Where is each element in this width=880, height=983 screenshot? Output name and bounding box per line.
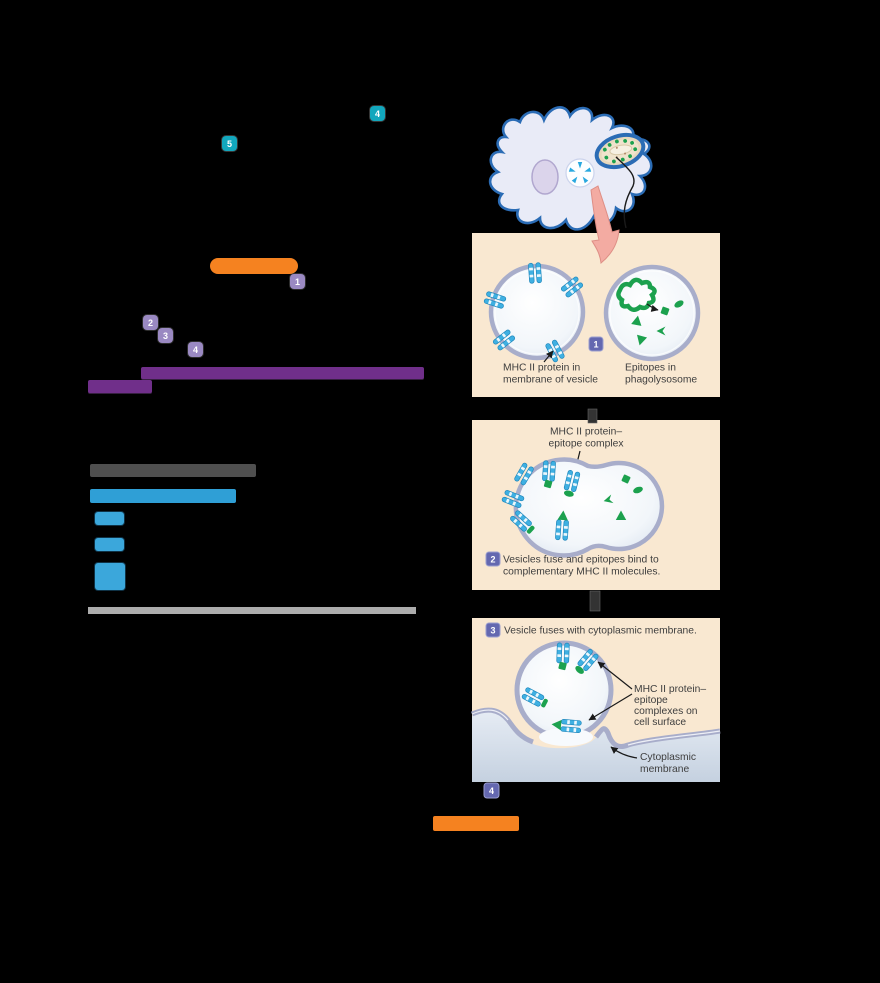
resource-link-chip-2[interactable]	[95, 538, 124, 551]
panel1-vesicle-mhc	[483, 262, 586, 364]
annotation-badge-purple-3[interactable]: 3	[158, 328, 173, 343]
step-badge-1: 1	[588, 336, 604, 352]
step-badge-2: 2	[485, 551, 501, 567]
annotation-badge-teal-4[interactable]: 4	[370, 106, 385, 121]
highlighted-text-orange	[210, 258, 298, 274]
step-badge-3-label: 3	[490, 626, 495, 636]
antigen-squiggle	[616, 277, 657, 312]
panel2-caption-line2: complementary MHC II molecules.	[503, 567, 660, 578]
intracellular-vesicle	[565, 158, 595, 188]
panel1-left-caption-line2: membrane of vesicle	[503, 375, 598, 386]
highlighted-text-purple-line1	[141, 367, 424, 379]
phagolysosome	[594, 132, 646, 170]
step-badge-4-label: 4	[489, 786, 494, 796]
section-divider	[88, 607, 416, 614]
panel3-membrane-scene	[471, 640, 721, 782]
nucleus	[531, 159, 559, 195]
section-heading-text	[90, 464, 256, 477]
annotation-badge-purple-2[interactable]: 2	[143, 315, 158, 330]
panel1-vesicle-epitopes	[603, 264, 701, 362]
annotation-badge-purple-4[interactable]: 4	[188, 342, 203, 357]
panel1-right-caption-line2: phagolysosome	[625, 375, 697, 386]
step-badge-4: 4	[483, 782, 500, 799]
panel1-right-caption-line1: Epitopes in	[625, 363, 676, 374]
phagolysosome-leader-line	[615, 156, 635, 229]
panel-connector-icon-1	[587, 408, 598, 424]
figure-illustration: 1 MHC II protein in membrane of vesicle …	[471, 106, 721, 799]
panel2-caption-line1: Vesicles fuse and epitopes bind to	[503, 555, 659, 566]
panel3-surface-label-line4: cell surface	[634, 717, 686, 728]
resource-link-chip-3[interactable]	[95, 563, 125, 590]
epitope-dots	[602, 139, 638, 164]
antigen-presenting-cell	[488, 106, 653, 231]
panel3-surface-label-line3: complexes on	[634, 706, 698, 717]
step-badge-1-label: 1	[593, 340, 598, 350]
panel-connector-icon-2	[589, 590, 601, 612]
annotation-badge-purple-1[interactable]: 1	[290, 274, 305, 289]
panel3-membrane-label-line2: membrane	[640, 764, 689, 775]
blue-link-heading[interactable]	[90, 489, 236, 503]
panel2-top-label-line2: epitope complex	[549, 439, 625, 450]
step-badge-3: 3	[485, 622, 501, 638]
panel3-membrane-label-line1: Cytoplasmic	[640, 752, 696, 763]
orange-link-text[interactable]	[433, 816, 519, 831]
annotation-badge-teal-5[interactable]: 5	[222, 136, 237, 151]
panel3-heading: Vesicle fuses with cytoplasmic membrane.	[504, 626, 697, 637]
highlighted-text-purple-line2	[88, 380, 152, 393]
step-badge-2-label: 2	[490, 555, 495, 565]
panel3-surface-label-line2: epitope	[634, 695, 668, 706]
zoom-arrow	[590, 185, 620, 264]
resource-link-chip-1[interactable]	[95, 512, 124, 525]
panel1-left-caption-line1: MHC II protein in	[503, 363, 581, 374]
panel3-surface-label-line1: MHC II protein–	[634, 684, 706, 695]
extracellular-space	[472, 711, 720, 782]
panel2-fused-vesicle	[500, 457, 665, 558]
panel2-top-label-line1: MHC II protein–	[550, 427, 622, 438]
engulfed-bacterium	[609, 144, 633, 156]
